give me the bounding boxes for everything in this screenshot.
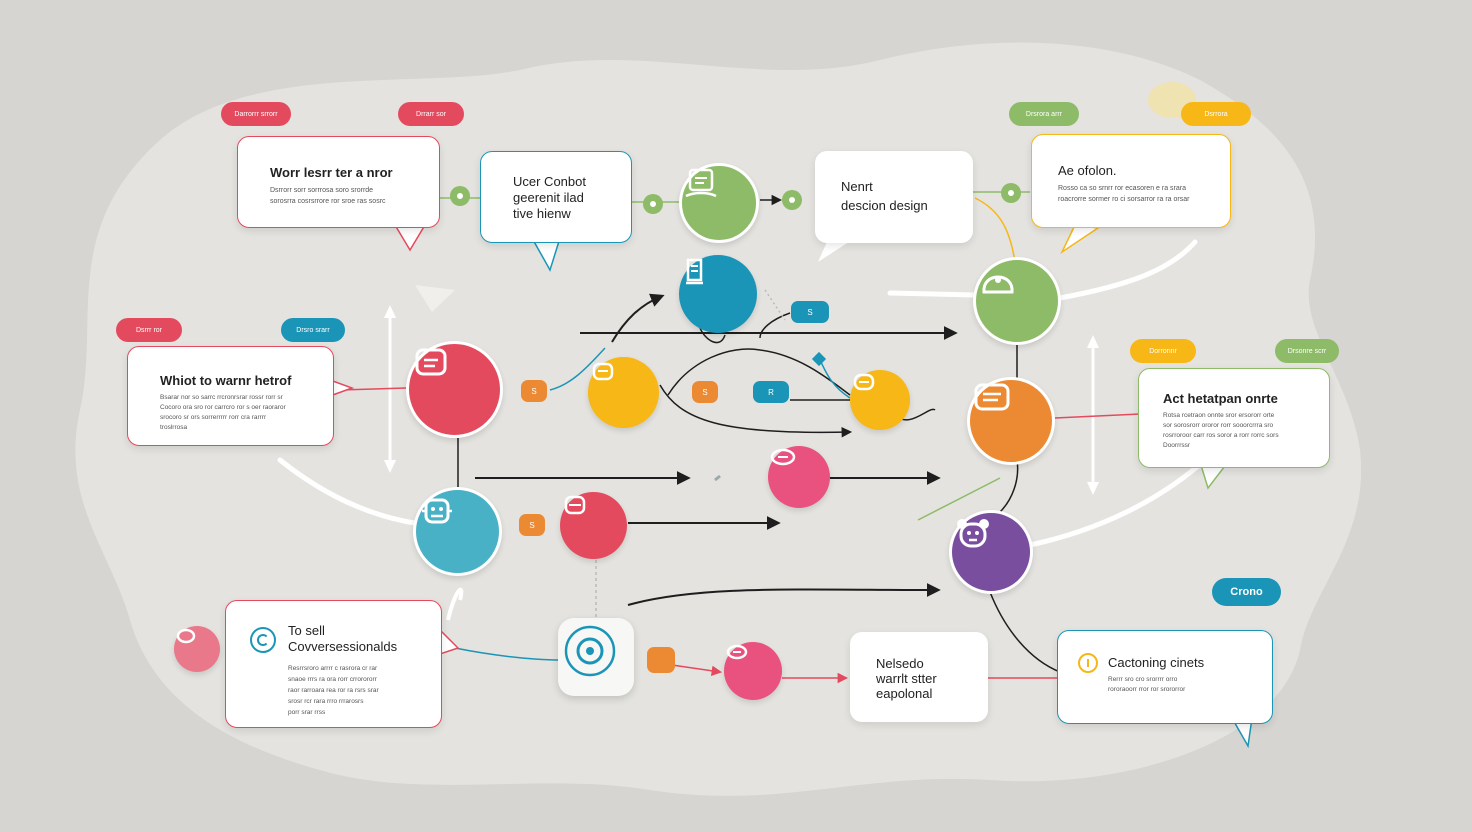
chat-yellow-icon-node[interactable] — [588, 357, 659, 428]
chat-bubble-icon-node[interactable] — [679, 163, 759, 243]
card-title: Whiot to warnr hetrof — [160, 373, 292, 388]
card-title: Nenrt descion design — [841, 179, 928, 213]
connector-dot — [450, 186, 470, 206]
comment-icon — [770, 448, 796, 466]
comment-icon-node[interactable] — [768, 446, 830, 508]
tag-2: Drrarr sor — [398, 102, 464, 126]
tag-6: Drsro srarr — [281, 318, 345, 342]
card-cactoning: Cactoning cinets Rerrr sro cro srorrrr o… — [1057, 630, 1273, 724]
connector-dot — [1001, 183, 1021, 203]
card-body: Rosso ca so srnrr ror ecasoren e ra srar… — [1058, 185, 1190, 203]
step-chip[interactable]: S — [692, 381, 718, 403]
chat-bubble-icon — [685, 168, 717, 198]
inbox-icon-node[interactable] — [560, 492, 627, 559]
card-title: Cactoning cinets — [1108, 655, 1205, 670]
step-chip[interactable]: R — [753, 381, 789, 403]
card-title: Nelsedo warrlt stter eapolonal — [876, 656, 937, 701]
card-body: Rerrr sro cro srorrrr orro rororaoorr rr… — [1108, 676, 1186, 693]
tag-1: Darrorrr srrorr — [221, 102, 291, 126]
card-title: Ae ofolon. — [1058, 163, 1117, 178]
card-to-sell: To sell Covversessionalds Resrrsroro arr… — [225, 600, 442, 728]
step-chip[interactable]: S — [519, 514, 545, 536]
robot-icon-node[interactable] — [413, 487, 502, 576]
bot-head-icon-node[interactable] — [973, 257, 1061, 345]
robot-icon — [422, 498, 452, 524]
tag-5: Dsrrr ror — [116, 318, 182, 342]
tag-7: Dorronnr — [1130, 339, 1196, 363]
step-chip-blank[interactable] — [647, 647, 675, 673]
target-chat-icon-tile[interactable] — [558, 618, 634, 696]
connector-dot — [782, 190, 802, 210]
card-nelsedo: Nelsedo warrlt stter eapolonal — [850, 632, 988, 722]
chat-icon — [592, 362, 614, 381]
crono-tag[interactable]: Crono — [1212, 578, 1281, 606]
card-title: Act hetatpan onrte — [1163, 391, 1278, 406]
reply-icon-node[interactable] — [850, 370, 910, 430]
reply-icon — [853, 373, 875, 391]
target-chat-icon — [564, 625, 616, 677]
bear-mascot-icon — [957, 519, 989, 548]
text-message-icon — [974, 383, 1010, 411]
card-next-design: Nenrt descion design — [815, 151, 973, 243]
text-message-icon-node[interactable] — [967, 377, 1055, 465]
step-chip[interactable]: S — [791, 301, 829, 323]
card-body: Resrrsroro arrrr c rasrora cr rar snaoe … — [288, 665, 379, 716]
inbox-icon — [564, 495, 586, 515]
card-what-to-want: Whiot to warnr hetrof Bsarar nor so sarr… — [127, 346, 334, 446]
card-title: Worr lesrr ter a nror — [270, 165, 393, 180]
step-chip[interactable]: S — [521, 380, 547, 402]
message-box-icon-node[interactable] — [406, 341, 503, 438]
speech-icon — [726, 644, 748, 660]
bear-mascot-icon-node[interactable] — [949, 510, 1033, 594]
card-body: Rotsa rcetraon onnte sror ersororr orte … — [1163, 412, 1279, 449]
pink-chat-icon-node[interactable] — [174, 626, 220, 672]
card-ae-clon: Ae ofolon. Rosso ca so srnrr ror ecasore… — [1031, 134, 1231, 228]
card-body: Dsrrorr sorr sorrrosa soro srorrde soros… — [270, 187, 386, 205]
tag-3: Drsrora arrr — [1009, 102, 1079, 126]
alert-circle-icon — [1078, 653, 1098, 673]
card-body: Bsarar nor so sarrc rrcronrsrar rossr ro… — [160, 394, 286, 431]
pink-chat-icon — [176, 628, 196, 644]
card-user-chat: Ucer Conbot geerenit ilad tive hienw — [480, 151, 632, 243]
card-title: To sell Covversessionalds — [288, 623, 398, 654]
connector-dot — [643, 194, 663, 214]
bot-head-icon — [982, 275, 1014, 294]
card-top-left: Worr lesrr ter a nror Dsrrorr sorr sorrr… — [237, 136, 440, 228]
document-icon — [686, 258, 703, 285]
speech-icon-node[interactable] — [724, 642, 782, 700]
card-act-helsetan: Act hetatpan onrte Rotsa rcetraon onnte … — [1138, 368, 1330, 468]
document-icon-node[interactable] — [679, 255, 757, 333]
message-box-icon — [415, 348, 447, 376]
tag-4: Dsrrora — [1181, 102, 1251, 126]
card-title: Ucer Conbot geerenit ilad tive hienw — [513, 174, 586, 221]
tag-8: Drsonre scrr — [1275, 339, 1339, 363]
chat-circle-icon — [250, 627, 276, 653]
